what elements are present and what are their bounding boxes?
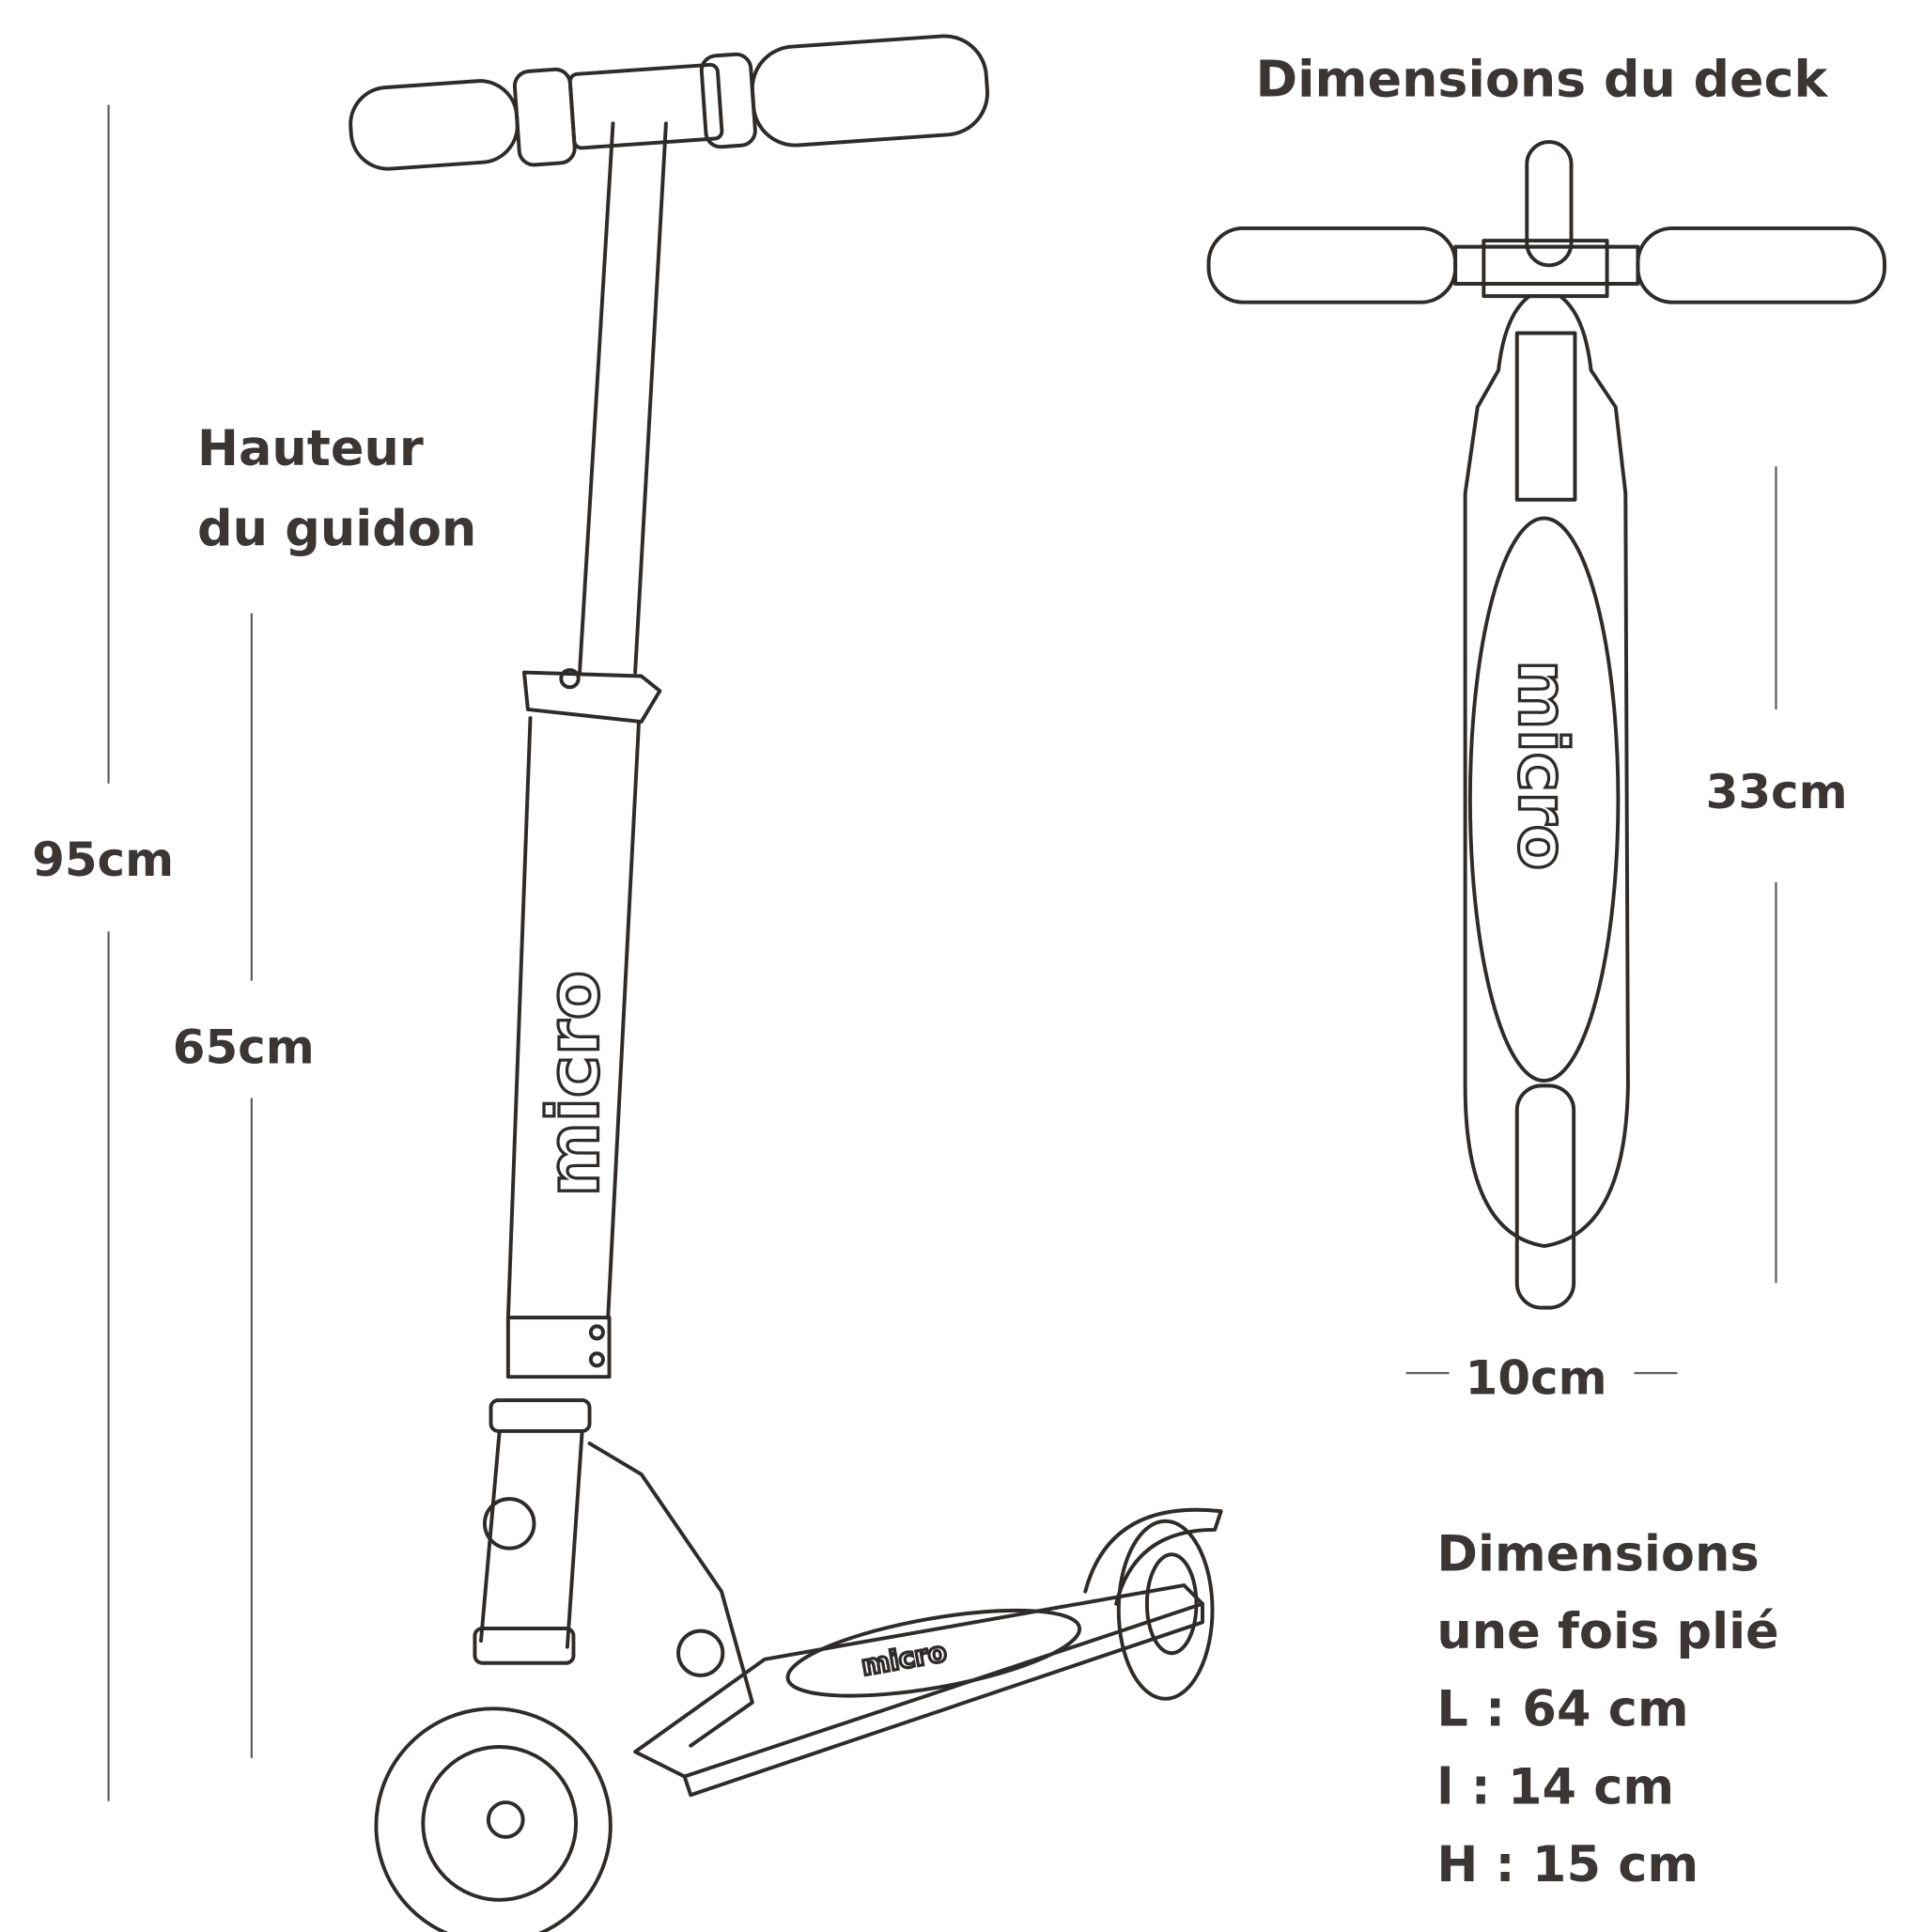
total-height-value: 95cm <box>32 833 174 887</box>
deck-dimensions-title: Dimensions du deck <box>1255 49 1828 108</box>
folded-length: L : 64 cm <box>1436 1681 1688 1738</box>
stem-top <box>1525 140 1574 268</box>
fold-mechanism <box>1514 331 1577 502</box>
deck-outline <box>1463 294 1630 1248</box>
top-brand-logo: micro <box>1503 660 1581 870</box>
deck-grip-oval <box>1467 516 1621 1083</box>
rear-wheel-top <box>1514 1083 1576 1310</box>
folded-width: l : 14 cm <box>1436 1758 1674 1815</box>
folded-height: H : 15 cm <box>1436 1836 1699 1893</box>
folding-mechanism <box>587 1441 754 1748</box>
lower-stem <box>505 716 642 1320</box>
fork-tube <box>479 1428 584 1649</box>
handlebar-height-label-line1: Hauteur <box>197 420 424 477</box>
scooter-side-view: micro micro <box>349 34 1223 1932</box>
handlebar-clamp <box>1482 239 1609 299</box>
front-wheel <box>374 1706 613 1932</box>
handlebar-height-label-line2: du guidon <box>197 500 476 557</box>
stem-brand-logo: micro <box>532 971 615 1196</box>
stem-clamp <box>521 670 662 724</box>
deck-brand-logo: micro <box>859 1635 949 1681</box>
upper-stem <box>578 121 668 675</box>
scooter-top-view: micro <box>1206 140 1886 1310</box>
left-grip <box>1206 226 1458 304</box>
rear-wheel <box>1083 1507 1223 1701</box>
deck-width-value: 10cm <box>1466 1351 1607 1406</box>
handlebar-min-height-value: 65cm <box>173 1021 315 1075</box>
right-grip <box>1636 226 1886 304</box>
folded-dimensions: Dimensions une fois plié L : 64 cm l : 1… <box>1436 1525 1778 1893</box>
stem-collar <box>505 1316 612 1379</box>
deck-length-value: 33cm <box>1706 765 1848 819</box>
folded-title-line2: une fois plié <box>1436 1603 1778 1660</box>
handlebar <box>349 34 989 171</box>
folded-title-line1: Dimensions <box>1436 1525 1759 1582</box>
